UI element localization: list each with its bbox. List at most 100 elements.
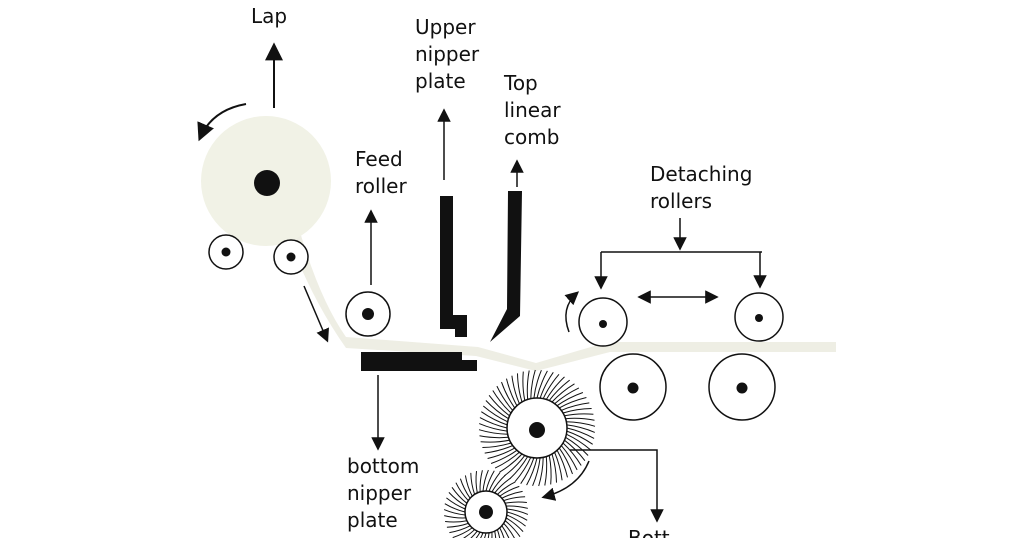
comb-needle (499, 527, 505, 538)
comb-needle (449, 525, 471, 534)
label-cut-off: Bott (628, 526, 670, 538)
comb-needle (491, 532, 493, 538)
lap-roller-left (208, 234, 244, 270)
comb-needle (503, 455, 526, 477)
comb-needle (479, 470, 483, 492)
comb-needle (544, 456, 548, 486)
comb-needle (556, 450, 568, 478)
comb-needle (511, 375, 520, 404)
comb-needle (492, 390, 512, 414)
comb-needle (448, 492, 467, 507)
comb-needle (499, 453, 523, 473)
comb-needle (530, 369, 536, 399)
comb-needle (503, 523, 515, 538)
comb-needle (517, 373, 523, 403)
comb-needle (562, 442, 582, 466)
comb-needle (532, 457, 541, 486)
comb-needle (488, 472, 501, 492)
comb-needle (444, 503, 466, 513)
comb-needle (536, 370, 548, 399)
bottom-nipper-plate (361, 352, 477, 371)
comb-needle (554, 452, 563, 481)
comb-needle (494, 477, 511, 494)
comb-needle (480, 439, 510, 443)
comb-needle (509, 456, 529, 480)
comb-needle (479, 435, 509, 439)
comb-needle (482, 469, 489, 492)
detaching-rollers-bracket (594, 218, 767, 290)
comb-needle (482, 405, 508, 423)
comb-needle (548, 455, 552, 485)
comb-needle (485, 400, 509, 420)
comb-needle (481, 411, 508, 426)
comb-needle (475, 471, 478, 493)
comb-needle (505, 517, 524, 532)
web-direction-arrow (303, 285, 329, 343)
comb-needle (559, 397, 587, 409)
comb-needle (564, 413, 594, 417)
comb-needle (470, 530, 478, 538)
top-linear-comb (490, 191, 522, 342)
comb-needle (482, 442, 512, 448)
comb-needle (497, 481, 516, 495)
curved-arrow-icon (541, 460, 590, 501)
comb-needle (506, 505, 528, 509)
comb-needle (451, 487, 468, 504)
circular-comb-icon (478, 369, 596, 487)
comb-needle (520, 457, 535, 484)
comb-needle (504, 520, 521, 537)
comb-needle (452, 527, 473, 538)
comb-needle (496, 385, 514, 411)
comb-needle (501, 525, 510, 538)
comb-needle (505, 501, 527, 504)
comb-needle (565, 417, 595, 421)
comb-needle (491, 474, 506, 493)
label-lap: Lap (251, 4, 288, 28)
comb-needle (522, 371, 526, 401)
brush-output-arrow (570, 449, 664, 523)
comb-needle (503, 496, 526, 502)
comb-needle (545, 376, 565, 400)
comb-needle (538, 457, 544, 487)
comb-needle (470, 472, 476, 495)
comb-needle (484, 445, 513, 454)
detaching-roller-bottom-right (708, 353, 776, 421)
comb-needle (479, 417, 508, 429)
comb-needle (464, 475, 473, 497)
comb-needle (526, 370, 530, 400)
detaching-roller-top-right (734, 292, 784, 342)
comb-needle (542, 373, 560, 399)
comb-needle (551, 453, 557, 483)
label-upper-nipper-plate: Upper nipper plate (415, 15, 480, 93)
label-bottom-nipper-plate: bottom nipper plate (347, 454, 420, 532)
detaching-roller-bottom-left (599, 353, 667, 421)
comb-needle (561, 402, 590, 411)
comb-needle (533, 370, 542, 399)
comb-needle (566, 421, 596, 427)
comb-needle (444, 515, 466, 519)
lap-rotation-arrow (197, 103, 247, 142)
comb-needle (514, 457, 532, 483)
label-top-linear-comb: Top linear comb (504, 71, 561, 149)
comb-needle (494, 451, 520, 469)
comb-needle (506, 378, 518, 406)
label-detaching-rollers: Detaching rollers (650, 162, 753, 213)
comb-needle (455, 482, 469, 501)
label-feed-roller: Feed roller (355, 147, 407, 198)
comb-needle (566, 424, 595, 433)
comb-needle (565, 436, 589, 456)
upper-nipper-plate (440, 196, 467, 337)
comb-needle (463, 529, 475, 538)
comb-needle (479, 423, 508, 432)
comb-needle (548, 379, 571, 401)
comb-needle (487, 447, 515, 459)
comb-needle (554, 387, 580, 405)
lap-roller-right (273, 239, 309, 275)
comb-needle (501, 490, 523, 499)
comb-needle (484, 532, 487, 538)
comb-needle (506, 511, 528, 521)
comb-needle (526, 457, 538, 486)
comb-needle (539, 372, 554, 399)
